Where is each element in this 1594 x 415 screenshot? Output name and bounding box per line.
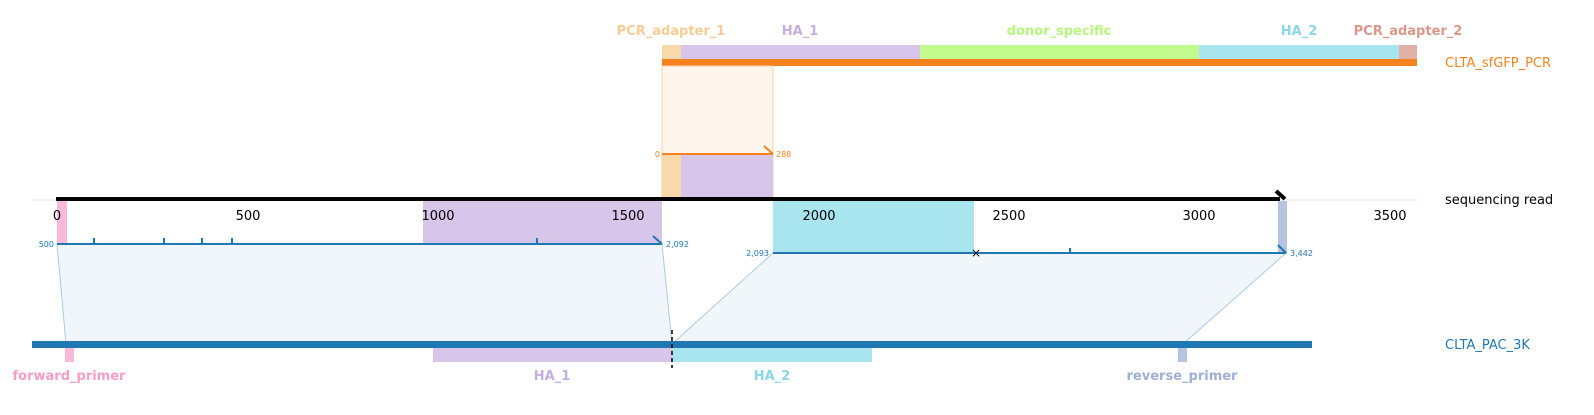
- left-alignment-arrow: [652, 235, 663, 245]
- top-alignment-start: 0: [655, 150, 660, 159]
- bottom-feature-label-forward-primer: forward_primer: [13, 369, 127, 384]
- right-alignment-shade: [670, 252, 1288, 345]
- top-feature-label-ha-2: HA_2: [1281, 24, 1318, 39]
- left-alignment-end: 2,092: [666, 240, 689, 249]
- bottom-feature-label-reverse-primer: reverse_primer: [1127, 369, 1239, 384]
- left-alignment-shade: [56, 243, 673, 345]
- read-track: 0 500 1000 1500 2000 2500 3000 3500 sequ…: [32, 189, 1553, 253]
- axis-tick-2500: 2500: [992, 209, 1025, 224]
- read-ha-1-band: [423, 201, 662, 244]
- feature-pcr-adapter-2-bar: [1399, 45, 1417, 60]
- bottom-ha-1-bar: [433, 347, 672, 362]
- axis-tick-500: 500: [236, 209, 261, 224]
- bottom-track-label: CLTA_PAC_3K: [1445, 338, 1530, 353]
- right-alignment: × 2,093 3,442: [746, 244, 1313, 260]
- feature-donor-specific-bar: [920, 45, 1199, 60]
- mismatch-marker: ×: [971, 246, 981, 260]
- top-track: PCR_adapter_1 HA_1 donor_specific HA_2 P…: [617, 24, 1551, 71]
- top-feature-label-donor-specific: donor_specific: [1007, 24, 1112, 39]
- read-reverse-primer-band: [1278, 201, 1287, 253]
- left-alignment-start: 500: [39, 240, 54, 249]
- bottom-track: forward_primer HA_1 HA_2 reverse_primer …: [13, 330, 1530, 384]
- bottom-feature-label-ha-1: HA_1: [534, 369, 571, 384]
- axis-tick-2000: 2000: [802, 209, 835, 224]
- top-feature-label-ha-1: HA_1: [782, 24, 819, 39]
- feature-pcr-adapter-1-bar: [662, 45, 681, 60]
- axis-tick-0: 0: [53, 209, 61, 224]
- read-arrow-head: [1274, 189, 1287, 201]
- top-alignment: 0 288: [655, 65, 791, 200]
- bottom-forward-primer-bar: [65, 347, 74, 362]
- feature-ha-2-bar: [1199, 45, 1399, 60]
- axis-tick-3000: 3000: [1182, 209, 1215, 224]
- read-ha-2-band: [773, 201, 974, 253]
- top-alignment-end: 288: [776, 150, 791, 159]
- bottom-ha-2-bar: [672, 347, 872, 362]
- top-sequence-bar: [662, 59, 1417, 66]
- bottom-reverse-primer-bar: [1178, 347, 1187, 362]
- left-alignment: 500 2,092: [39, 235, 689, 249]
- read-axis-ticks: 0 500 1000 1500 2000 2500 3000 3500: [53, 209, 1407, 224]
- axis-tick-1500: 1500: [611, 209, 644, 224]
- top-track-label: CLTA_sfGFP_PCR: [1445, 56, 1551, 71]
- read-ha-1-band-top: [681, 154, 773, 199]
- top-feature-label-pcr-adapter-1: PCR_adapter_1: [617, 24, 726, 39]
- axis-tick-3500: 3500: [1373, 209, 1406, 224]
- right-alignment-end: 3,442: [1290, 249, 1313, 258]
- top-feature-label-pcr-adapter-2: PCR_adapter_2: [1354, 24, 1463, 39]
- top-alignment-arrow: [763, 145, 774, 155]
- lower-alignments: 500 2,092 × 2,093 3,442: [39, 235, 1313, 345]
- read-forward-primer-band: [57, 201, 67, 244]
- read-pcr-adapter-band: [662, 154, 681, 199]
- bottom-feature-label-ha-2: HA_2: [754, 369, 791, 384]
- right-alignment-start: 2,093: [746, 249, 769, 258]
- right-alignment-arrow: [1277, 244, 1287, 254]
- feature-ha-1-bar: [681, 45, 920, 60]
- read-track-label: sequencing read: [1445, 193, 1553, 208]
- axis-tick-1000: 1000: [421, 209, 454, 224]
